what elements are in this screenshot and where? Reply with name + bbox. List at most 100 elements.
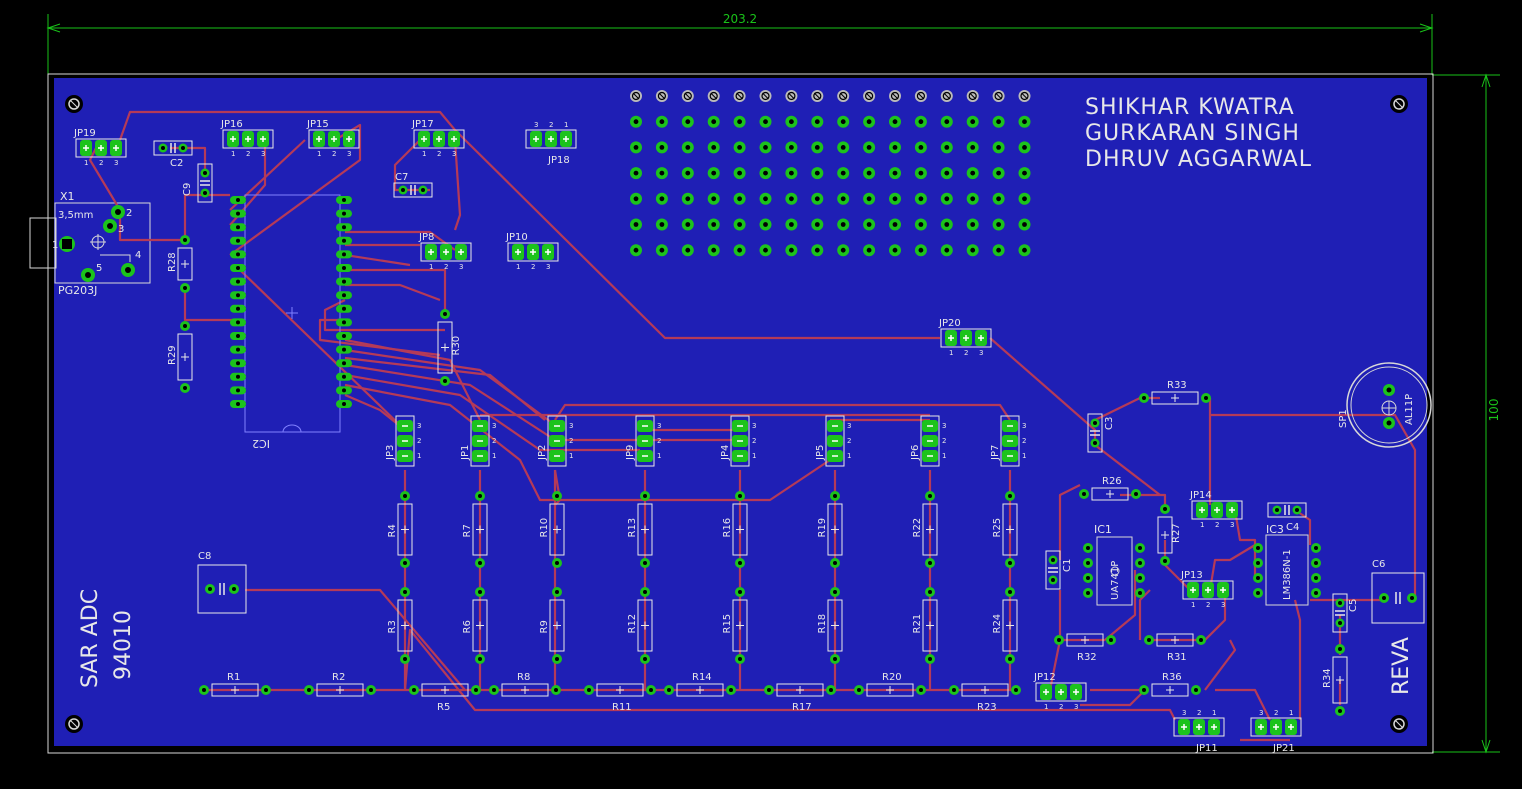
jumper-pin-number: 3 (1182, 709, 1186, 717)
pad-hole (1163, 559, 1167, 563)
resistor-ref: R6 (462, 620, 473, 633)
resistor-r30[interactable]: R30 (437, 321, 462, 374)
capacitor-c7[interactable]: C7 (393, 172, 433, 198)
resistor-r9[interactable]: R9 (539, 599, 565, 652)
resistor-r13[interactable]: R13 (627, 503, 653, 556)
resistor-r3[interactable]: R3 (387, 599, 413, 652)
pad-hole (833, 590, 837, 594)
pad-hole (555, 657, 559, 661)
pad-hole (161, 146, 165, 150)
ic2-pin-hole (236, 320, 240, 325)
resistor-r17[interactable]: R17 (776, 683, 824, 713)
pad-hole (403, 590, 407, 594)
resistor-r26[interactable]: R26 (1091, 476, 1129, 501)
capacitor-c9[interactable]: C9 (182, 163, 213, 203)
ic2-pin-hole (236, 225, 240, 230)
resistor-r31[interactable]: R31 (1156, 633, 1194, 663)
resistor-r5[interactable]: R5 (421, 683, 469, 713)
capacitor-c6[interactable]: C6 (1371, 559, 1425, 624)
resistor-ref: R32 (1077, 652, 1097, 663)
resistor-r6[interactable]: R6 (462, 599, 488, 652)
proto-pad-hole (996, 119, 1001, 125)
pad-hole (1093, 421, 1097, 425)
pad-hole (183, 238, 187, 242)
pad-hole (1163, 507, 1167, 511)
jumper-ref: JP11 (1195, 743, 1218, 754)
resistor-r22[interactable]: R22 (912, 503, 938, 556)
jumper-pin-number: 2 (531, 263, 535, 271)
resistor-r15[interactable]: R15 (722, 599, 748, 652)
capacitor-c4[interactable]: C4 (1267, 502, 1307, 533)
pad-hole (649, 688, 653, 692)
proto-pad-ring (631, 91, 641, 101)
resistor-r33[interactable]: R33 (1151, 380, 1199, 405)
resistor-r28[interactable]: R28 (167, 247, 193, 281)
jumper-ref: JP21 (1272, 743, 1295, 754)
resistor-r8[interactable]: R8 (501, 672, 549, 697)
ic2-package (244, 194, 341, 433)
resistor-r16[interactable]: R16 (722, 503, 748, 556)
resistor-r2[interactable]: R2 (316, 672, 364, 697)
audio-jack-x1[interactable] (29, 202, 151, 284)
capacitor-c3[interactable]: C3 (1087, 413, 1115, 453)
resistor-r29[interactable]: R29 (167, 333, 193, 381)
resistor-r32[interactable]: R32 (1066, 633, 1104, 663)
resistor-r14[interactable]: R14 (676, 672, 724, 697)
capacitor-c2[interactable]: C2 (153, 140, 193, 169)
speaker-sp1[interactable] (1346, 362, 1432, 448)
capacitor-c8[interactable]: C8 (197, 551, 247, 614)
x1-pin-1: 1 (52, 240, 58, 251)
resistor-r23[interactable]: R23 (961, 683, 1009, 713)
jumper-pin-number: 2 (847, 437, 851, 445)
resistor-r18[interactable]: R18 (817, 599, 843, 652)
resistor-r27[interactable]: R27 (1157, 516, 1182, 554)
resistor-r21[interactable]: R21 (912, 599, 938, 652)
resistor-r7[interactable]: R7 (462, 503, 488, 556)
jumper-ref: JP9 (625, 445, 636, 461)
resistor-r34[interactable]: R34 (1322, 656, 1348, 704)
pad-hole (478, 561, 482, 565)
resistor-r19[interactable]: R19 (817, 503, 843, 556)
ic3-label: IC3 (1266, 523, 1284, 536)
resistor-r25[interactable]: R25 (992, 503, 1018, 556)
capacitor-c5[interactable]: C5 (1332, 593, 1359, 633)
proto-pad-mark (969, 92, 977, 100)
jumper-pin-number: 1 (317, 150, 321, 158)
resistor-r1[interactable]: R1 (211, 672, 259, 697)
capacitor-c1[interactable]: C1 (1045, 550, 1073, 590)
ic-pin-hole (1138, 546, 1142, 550)
resistor-r10[interactable]: R10 (539, 503, 565, 556)
resistor-r11[interactable]: R11 (596, 683, 644, 713)
resistor-r24[interactable]: R24 (992, 599, 1018, 652)
resistor-r4[interactable]: R4 (387, 503, 413, 556)
jumper-ref: JP19 (73, 128, 96, 139)
proto-pad-ring (916, 91, 926, 101)
resistor-ref: R2 (332, 672, 345, 683)
resistor-r36[interactable]: R36 (1151, 672, 1189, 697)
proto-pad-ring (864, 91, 874, 101)
resistor-ref: R8 (517, 672, 530, 683)
resistor-r12[interactable]: R12 (627, 599, 653, 652)
resistor-r20[interactable]: R20 (866, 672, 914, 697)
